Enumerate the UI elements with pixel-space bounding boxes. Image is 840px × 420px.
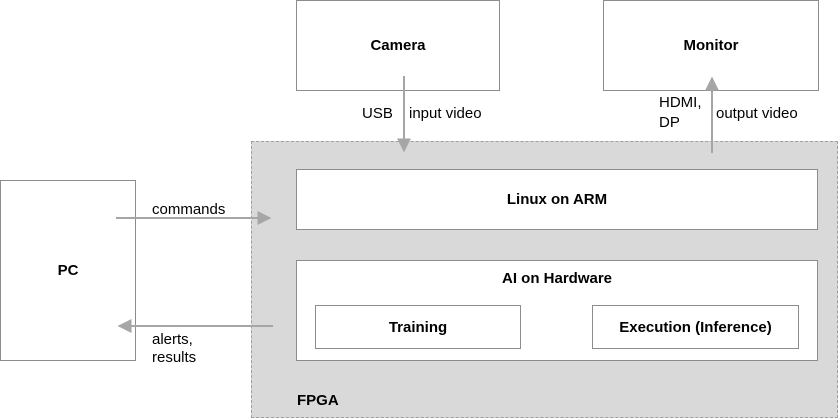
fpga-label: FPGA [297, 392, 339, 409]
ai-label: AI on Hardware [501, 270, 613, 287]
hdmi-label-line1: HDMI, [659, 94, 702, 111]
monitor-label: Monitor [683, 37, 739, 54]
monitor-box: Monitor [603, 0, 819, 91]
linux-label: Linux on ARM [506, 191, 608, 208]
pc-label: PC [57, 262, 79, 279]
camera-label: Camera [370, 37, 426, 54]
training-label: Training [388, 318, 448, 336]
hdmi-label-line2: DP [659, 114, 680, 131]
output-video-label: output video [716, 105, 798, 122]
alerts-label-line2: results [152, 349, 197, 366]
commands-label: commands [152, 201, 226, 218]
training-box: Training [315, 305, 521, 349]
execution-label: Execution (Inference) [619, 318, 772, 336]
input-video-label: input video [409, 105, 482, 122]
execution-box: Execution (Inference) [592, 305, 799, 349]
alerts-label-line1: alerts, [152, 331, 193, 348]
usb-label: USB [362, 105, 393, 122]
camera-box: Camera [296, 0, 500, 91]
pc-box: PC [0, 180, 136, 361]
linux-box: Linux on ARM [296, 169, 818, 230]
